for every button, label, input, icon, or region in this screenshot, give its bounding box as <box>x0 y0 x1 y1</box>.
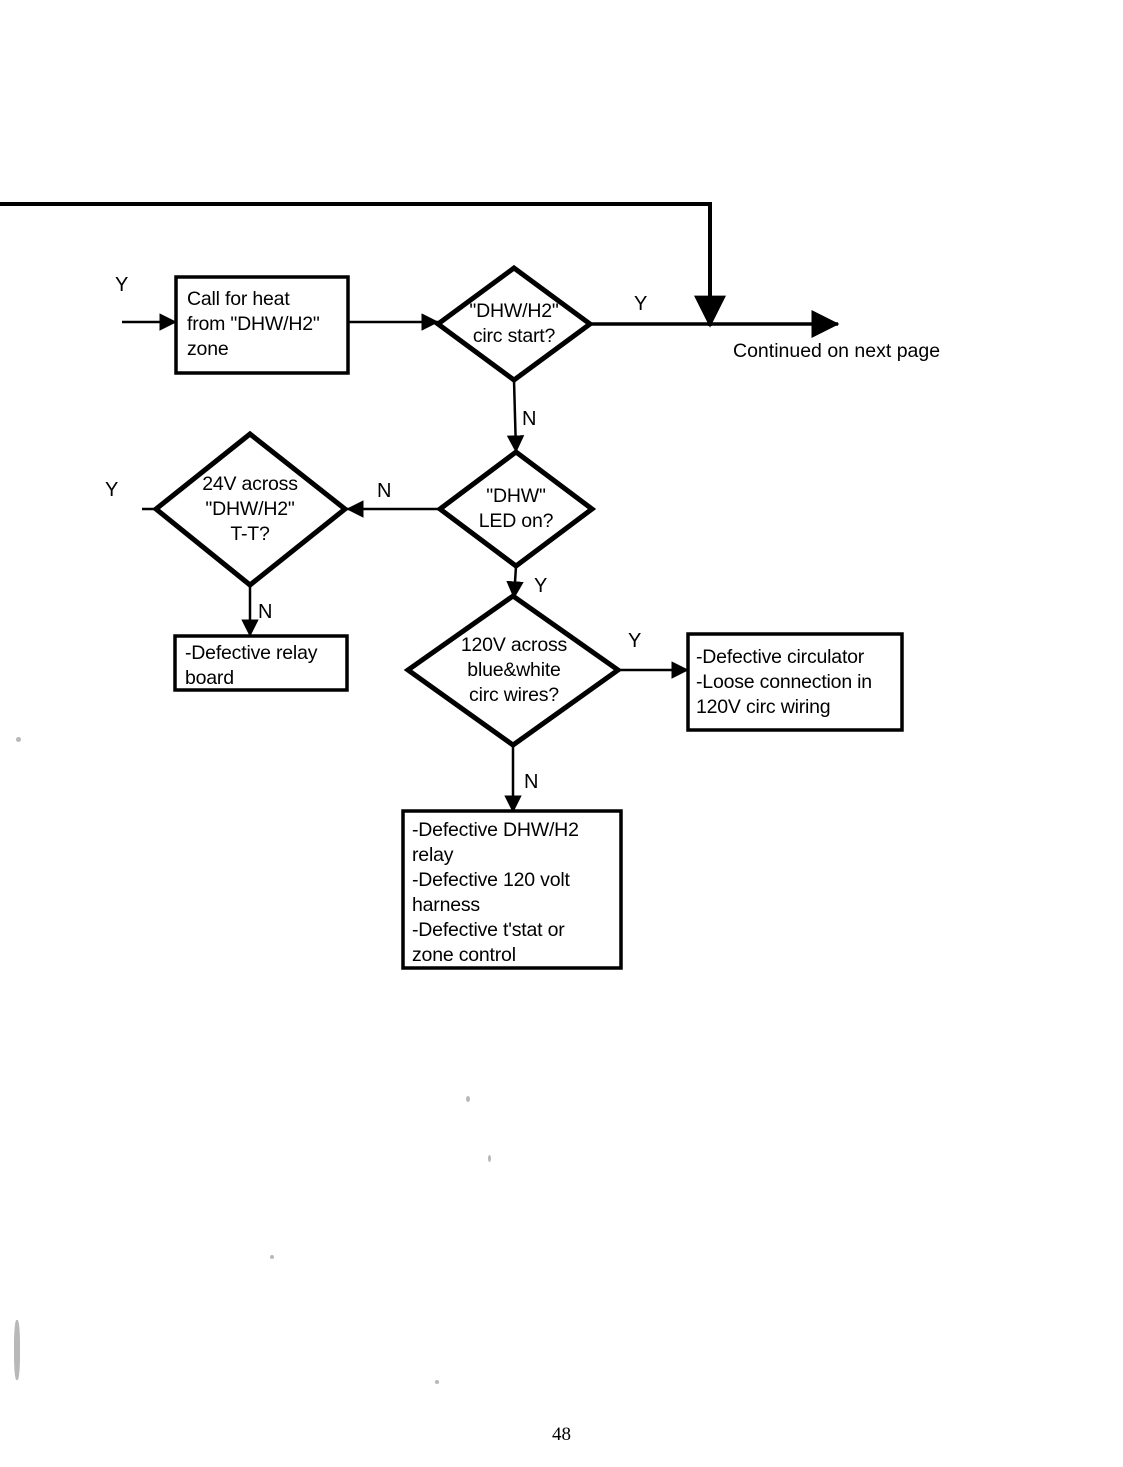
node-defective-dhw-relay-label: -Defective DHW/H2 relay -Defective 120 v… <box>412 819 579 966</box>
scan-speck <box>488 1155 491 1162</box>
node-circ-start-label: "DHW/H2" circ start? <box>469 300 559 347</box>
edge-label-dhw-led-yes: Y <box>534 575 548 597</box>
edge-label-24v-no: N <box>258 601 273 623</box>
scan-speck <box>16 737 21 742</box>
edge-label-120v-no: N <box>524 771 539 793</box>
node-defective-relay-board-label: -Defective relay board <box>185 642 318 689</box>
node-defective-relay-board <box>173 634 349 692</box>
node-120v-across-wires-label: 120V across blue&white circ wires? <box>460 634 568 706</box>
node-defective-dhw-relay <box>401 809 623 970</box>
edge-label-circ-start-yes: Y <box>634 293 648 315</box>
edge-label-circ-start-no: N <box>522 408 537 430</box>
node-call-for-heat <box>174 275 350 375</box>
continued-on-next-page-label: Continued on next page <box>733 340 941 362</box>
page-number: 48 <box>552 1424 571 1445</box>
node-24v-across-tt-label: 24V across "DHW/H2" T-T? <box>202 473 298 545</box>
scan-speck <box>466 1096 470 1102</box>
node-dhw-led-on-label: "DHW" LED on? <box>478 485 554 532</box>
edge-label-entry-yes: Y <box>115 274 129 296</box>
node-call-for-heat-label: Call for heat from "DHW/H2" zone <box>187 288 320 360</box>
node-defective-circulator <box>686 632 904 732</box>
edge-label-120v-yes: Y <box>628 630 642 652</box>
edge-label-24v-yes: Y <box>105 479 119 501</box>
scan-speck <box>270 1255 274 1259</box>
scan-speck <box>435 1380 439 1384</box>
edge-dhw-led-yes-to-120v <box>506 565 524 599</box>
top-return-connector <box>0 202 726 328</box>
node-defective-circulator-label: -Defective circulator -Loose connection … <box>696 646 872 718</box>
edge-label-dhw-led-no: N <box>377 480 392 502</box>
edge-circ-start-no-to-dhw-led <box>506 379 525 453</box>
scan-speck <box>14 1320 20 1380</box>
